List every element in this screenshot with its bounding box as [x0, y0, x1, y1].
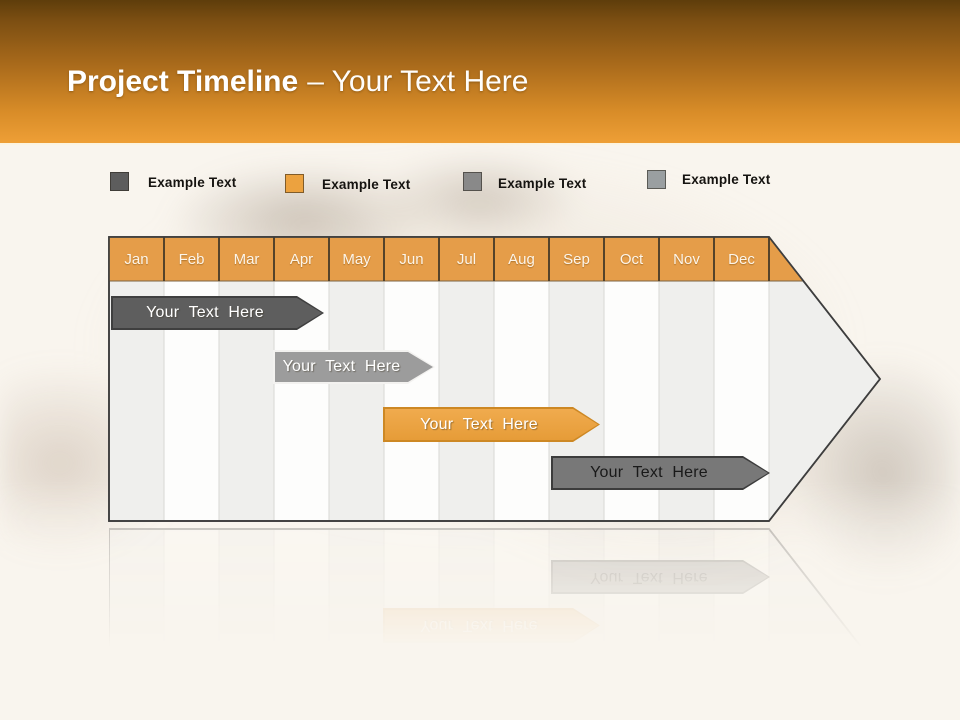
page-title-main: Project Timeline: [67, 65, 299, 98]
month-cell: Oct: [619, 251, 644, 268]
task-bar: Your Text Here: [273, 350, 435, 384]
legend-swatch: [647, 170, 666, 189]
legend-label: Example Text: [148, 175, 237, 190]
legend-label: Example Text: [498, 176, 587, 191]
task-bar: Your Text Here: [551, 456, 770, 490]
title-banner: [0, 0, 960, 146]
month-cell: May: [342, 251, 371, 268]
month-cell: Feb: [178, 251, 205, 268]
month-cell: Apr: [289, 251, 314, 268]
legend-swatch: [110, 172, 129, 191]
legend-label: Example Text: [682, 172, 771, 187]
month-cell: Aug: [508, 251, 535, 268]
legend-swatch: [285, 174, 304, 193]
task-bar-label: Your Text Here: [146, 304, 264, 321]
month-cell: Dec: [728, 251, 755, 268]
month-cell: Mar: [233, 251, 260, 268]
task-bar: Your Text Here: [111, 296, 324, 330]
task-bar-label: Your Text Here: [282, 358, 401, 375]
month-cell: Nov: [673, 251, 700, 268]
task-bar-label: Your Text Here: [590, 464, 708, 481]
legend-swatch: [463, 172, 482, 191]
month-cell: Jan: [124, 251, 149, 268]
month-cell: Jul: [456, 251, 477, 268]
task-bar-label: Your Text Here: [420, 415, 538, 433]
timeline: Jan Feb Mar Apr May Jun Jul Aug Sep Oct …: [108, 236, 882, 523]
legend-label: Example Text: [322, 177, 411, 192]
task-bar: Your Text Here: [383, 407, 600, 442]
month-cell: Sep: [563, 251, 590, 268]
month-cell: Jun: [399, 251, 424, 268]
page-title-suffix: – Your Text Here: [307, 65, 529, 98]
page-title: Project Timeline– Your Text Here: [67, 63, 528, 101]
